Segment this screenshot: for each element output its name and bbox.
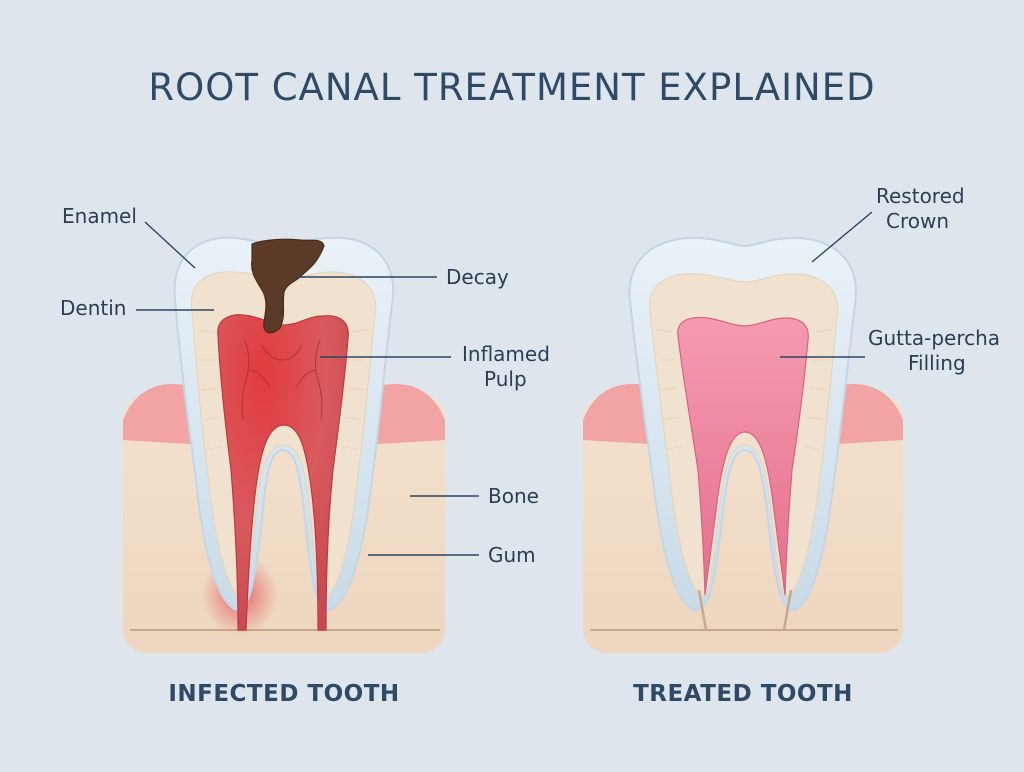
infected-tooth [123, 221, 479, 653]
label-decay: Decay [446, 265, 509, 289]
label-enamel: Enamel [62, 204, 137, 228]
sealed-root-canals [697, 589, 793, 631]
label-bone: Bone [488, 484, 539, 508]
label-gum: Gum [488, 543, 536, 567]
gum-left [123, 384, 205, 445]
caption-treated-tooth: TREATED TOOTH [633, 681, 853, 707]
treated-dentin-texture [655, 329, 833, 451]
label-restored-crown-line1: Restored [876, 184, 965, 208]
pulp-nerves [241, 339, 323, 421]
label-inflamed-pulp-line2: Pulp [484, 367, 527, 391]
decay-cavity [251, 238, 325, 334]
label-restored-crown-line2: Crown [886, 209, 950, 233]
infected-leader-lines [136, 221, 479, 556]
page-title: ROOT CANAL TREATMENT EXPLAINED [148, 66, 876, 109]
label-inflamed-pulp-line1: Inflamed [462, 342, 550, 366]
gutta-percha-filling [677, 316, 809, 596]
caption-infected-tooth: INFECTED TOOTH [168, 681, 400, 707]
inflamed-pulp [217, 314, 349, 631]
dentin-texture [197, 329, 369, 451]
label-dentin: Dentin [60, 296, 127, 320]
label-gutta-percha-line1: Gutta-percha [868, 326, 1001, 350]
treated-leader-lines [780, 211, 873, 358]
treated-tooth [583, 211, 903, 653]
label-gutta-percha-line2: Filling [908, 351, 966, 375]
gum-right [363, 384, 445, 445]
